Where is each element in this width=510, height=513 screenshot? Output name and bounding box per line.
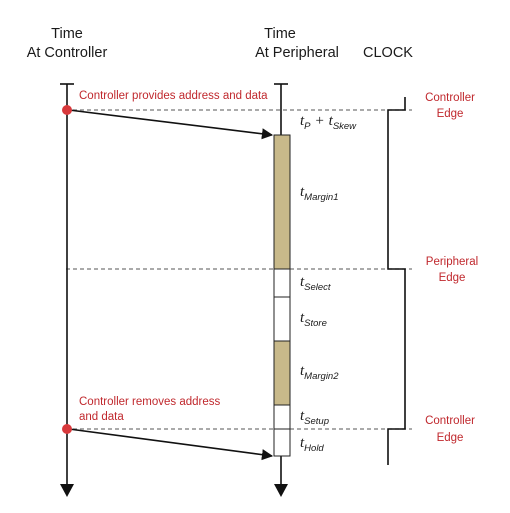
t-setup-label: tSetup	[300, 408, 329, 427]
tp-plus-tskew-label: tP+tSkew	[300, 113, 357, 132]
t-margin1-label: tMargin1	[300, 184, 339, 203]
peripheral-edge-line2: Edge	[439, 272, 466, 284]
clock-waveform	[387, 97, 406, 465]
t-margin2-label: tMargin2	[300, 363, 339, 382]
margin2-block	[273, 340, 291, 406]
peripheral-edge-line1: Peripheral	[426, 256, 478, 268]
clock-header: CLOCK	[363, 45, 413, 61]
t-select-label: tSelect	[300, 274, 331, 293]
controller-edge-bottom-line2: Edge	[437, 432, 464, 444]
t-store-label: tStore	[300, 310, 327, 329]
t-hold-label: tHold	[300, 435, 324, 454]
store-block	[273, 296, 291, 342]
remove-propagation-arrow	[68, 428, 274, 461]
controller-header-line2: At Controller	[27, 45, 108, 61]
remove-event-dot	[62, 424, 72, 434]
provides-annotation: Controller provides address and data	[79, 90, 268, 102]
controller-edge-bottom-line1: Controller	[425, 415, 475, 427]
margin1-block	[273, 134, 291, 270]
provide-event-dot	[62, 105, 72, 115]
controller-edge-top-line2: Edge	[437, 108, 464, 120]
setup-block	[273, 404, 291, 430]
controller-header-line1: Time	[51, 26, 83, 42]
peripheral-axis-arrowhead	[274, 484, 288, 497]
controller-axis-arrowhead	[60, 484, 74, 497]
controller-edge-top-line1: Controller	[425, 92, 475, 104]
hold-block	[273, 428, 291, 457]
select-block	[273, 268, 291, 298]
peripheral-header-line2: At Peripheral	[255, 45, 339, 61]
removes-annotation-line2: and data	[79, 411, 124, 423]
provide-propagation-arrow	[68, 109, 274, 140]
peripheral-header-line1: Time	[264, 26, 296, 42]
removes-annotation-line1: Controller removes address	[79, 396, 221, 408]
